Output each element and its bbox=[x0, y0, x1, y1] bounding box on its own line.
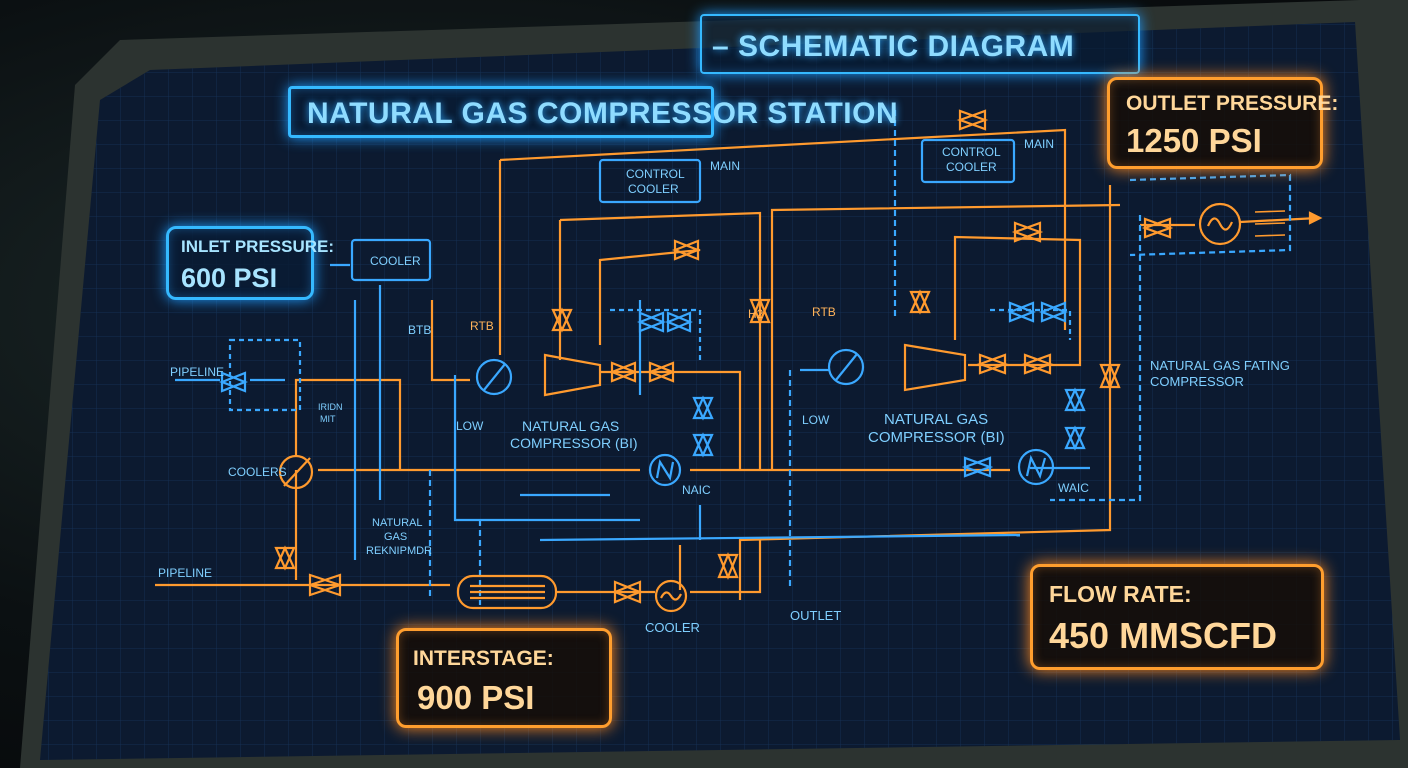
label-rtb-1: RTB bbox=[470, 319, 494, 333]
label-reknip-b: GAS bbox=[384, 531, 407, 543]
label-waic: WAIC bbox=[1058, 481, 1089, 495]
label-cooler-1: COOLER bbox=[628, 182, 679, 196]
control-cooler-box-2 bbox=[920, 138, 1016, 184]
label-main-2: MAIN bbox=[1024, 137, 1054, 151]
label-cooler-bottom: COOLER bbox=[645, 620, 700, 635]
label-control-1: CONTROL bbox=[626, 167, 685, 181]
interstage-drum bbox=[456, 574, 558, 610]
outlet-pressure-value: 1250 PSI bbox=[1126, 122, 1262, 159]
label-low-1: LOW bbox=[456, 419, 484, 433]
heat-exchanger-2 bbox=[827, 348, 865, 386]
inlet-pressure-panel: INLET PRESSURE: 600 PSI bbox=[166, 226, 334, 300]
title-banner: NATURAL GAS COMPRESSOR STATION bbox=[288, 86, 898, 138]
label-cooler-top-left: COOLER bbox=[370, 254, 421, 268]
label-coolers: COOLERS bbox=[228, 465, 287, 479]
title-banner-2: – SCHEMATIC DIAGRAM bbox=[700, 14, 1140, 74]
label-fating-b: COMPRESSOR bbox=[1150, 374, 1244, 389]
label-compressor-1b: COMPRESSOR (BI) bbox=[510, 435, 638, 451]
interstage-label: INTERSTAGE: bbox=[413, 647, 554, 670]
instrument-lines bbox=[175, 110, 1292, 605]
label-rtb-2: RTB bbox=[812, 305, 836, 319]
waic-exchanger bbox=[1017, 448, 1055, 486]
cooler-box-top-left bbox=[350, 238, 432, 282]
interstage-pressure-panel: INTERSTAGE: 900 PSI bbox=[396, 628, 612, 728]
label-outlet-bottom: OUTLET bbox=[790, 608, 841, 623]
inlet-pressure-label: INLET PRESSURE: bbox=[181, 237, 335, 256]
inlet-pressure-value: 600 PSI bbox=[181, 263, 278, 293]
compressor-stage-2 bbox=[903, 343, 967, 392]
heat-exchanger-1 bbox=[475, 358, 513, 396]
label-pipeline-lower: PIPELINE bbox=[158, 566, 212, 580]
label-control-2: CONTROL bbox=[942, 145, 1001, 159]
valves bbox=[274, 109, 1174, 604]
title-line-1: NATURAL GAS COMPRESSOR STATION bbox=[307, 97, 899, 130]
flow-rate-label: FLOW RATE: bbox=[1049, 581, 1192, 607]
naic-exchanger bbox=[648, 453, 682, 487]
title-line-2: – SCHEMATIC DIAGRAM bbox=[712, 30, 1075, 63]
label-btb: BTB bbox=[408, 323, 431, 337]
label-low-2: LOW bbox=[802, 413, 830, 427]
process-lines bbox=[155, 128, 1319, 600]
label-small-1: IRIDN bbox=[318, 402, 343, 412]
flow-rate-panel: FLOW RATE: 450 MMSCFD bbox=[1030, 564, 1324, 670]
cooler-exchanger-left bbox=[278, 454, 314, 490]
bottom-cooler bbox=[654, 579, 688, 613]
compressor-stage-1 bbox=[543, 353, 602, 397]
label-cooler-2: COOLER bbox=[946, 160, 997, 174]
label-small-2: MIT bbox=[320, 414, 336, 424]
label-compressor-2a: NATURAL GAS bbox=[884, 411, 988, 428]
outlet-pressure-label: OUTLET PRESSURE: bbox=[1126, 92, 1339, 115]
outlet-heater bbox=[1198, 202, 1242, 246]
control-cooler-box-1 bbox=[598, 158, 702, 204]
label-reknip-c: REKNIPMDR bbox=[366, 545, 432, 557]
flow-arrows bbox=[1308, 211, 1323, 225]
outlet-pressure-panel: OUTLET PRESSURE: 1250 PSI bbox=[1107, 77, 1338, 169]
interstage-value: 900 PSI bbox=[417, 679, 535, 716]
label-h2: H2 bbox=[748, 307, 764, 321]
label-reknip-a: NATURAL bbox=[372, 517, 423, 529]
label-naic: NAIC bbox=[682, 483, 711, 497]
label-fating-a: NATURAL GAS FATING bbox=[1150, 358, 1290, 373]
label-compressor-2b: COMPRESSOR (BI) bbox=[868, 429, 1005, 446]
valves-blue bbox=[218, 301, 1086, 478]
label-compressor-1a: NATURAL GAS bbox=[522, 418, 619, 434]
flow-rate-value: 450 MMSCFD bbox=[1049, 615, 1278, 656]
label-main-1: MAIN bbox=[710, 159, 740, 173]
label-pipeline-upper: PIPELINE bbox=[170, 365, 224, 379]
